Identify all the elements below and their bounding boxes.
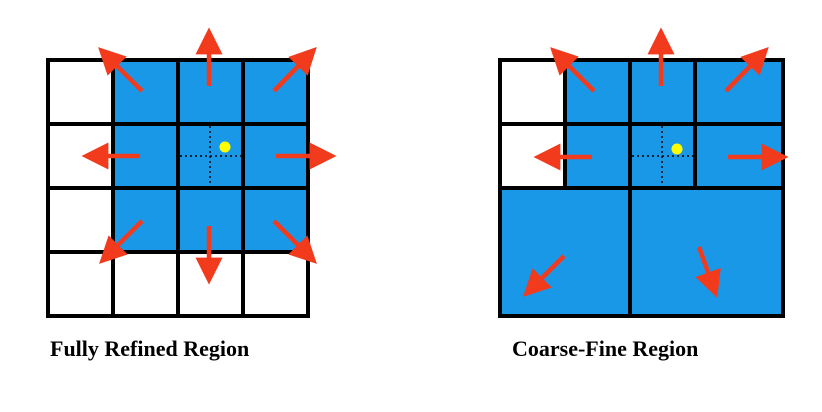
caption-fully-refined: Fully Refined Region xyxy=(50,336,250,361)
arrow-down-right xyxy=(272,219,317,264)
arrow-up-right xyxy=(272,46,317,93)
arrow-down-left xyxy=(99,219,144,264)
sample-point xyxy=(671,143,683,155)
arrow-down-left xyxy=(523,254,566,297)
arrow-up-left xyxy=(550,47,596,93)
coarse-fine-panel xyxy=(498,27,789,318)
fully-refined-panel xyxy=(46,27,337,318)
coarse-cell xyxy=(500,188,783,316)
arrow-down-right xyxy=(695,246,721,298)
sample-point xyxy=(219,141,231,153)
caption-coarse-fine: Coarse-Fine Region xyxy=(512,336,699,361)
arrow-up-right xyxy=(724,46,769,93)
arrow-up-left xyxy=(98,47,144,93)
